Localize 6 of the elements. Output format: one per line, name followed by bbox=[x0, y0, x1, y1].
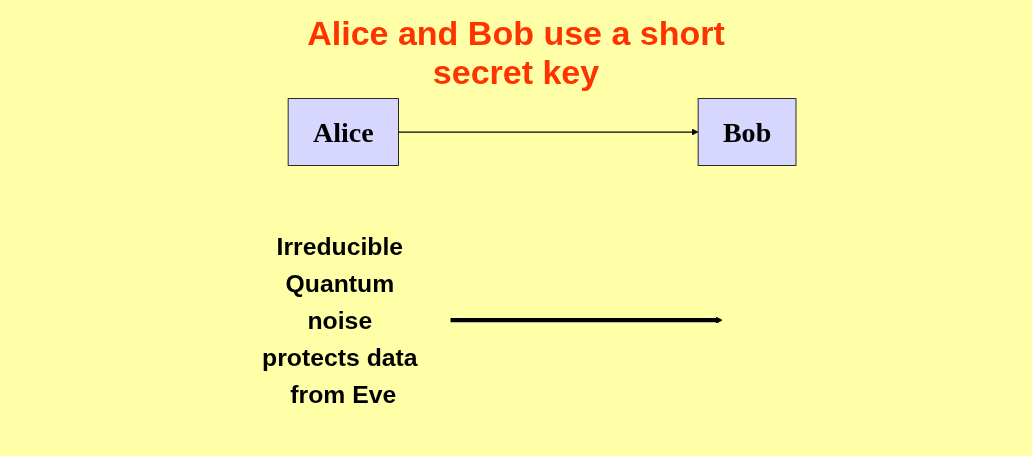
note-text: Irreducible Quantum noise protects data from Eve bbox=[262, 232, 418, 409]
person-box: Alice bbox=[287, 98, 399, 166]
title: Alice and Bob use a short secret key bbox=[306, 14, 726, 92]
arrow bbox=[450, 316, 723, 324]
arrow bbox=[397, 128, 699, 136]
person-box: Bob bbox=[697, 98, 797, 166]
